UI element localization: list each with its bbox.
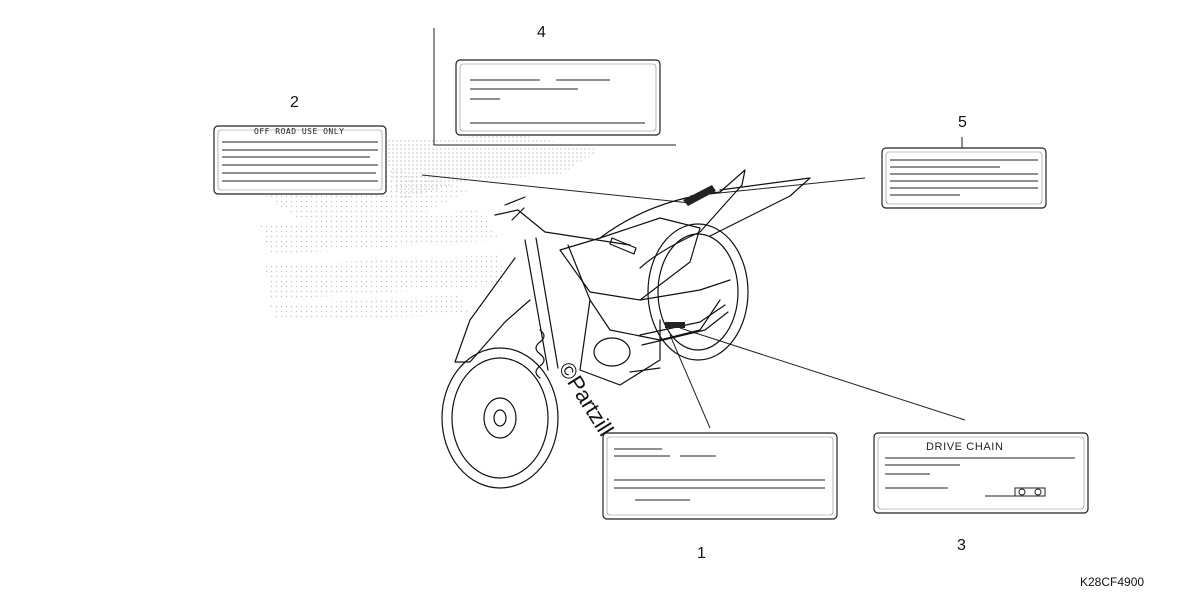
motorcycle-illustration: [441, 169, 811, 489]
part-code: K28CF4900: [1080, 575, 1144, 589]
callout-4: 4: [537, 24, 546, 41]
background-logo-watermark: [250, 135, 600, 320]
frame-corner: [433, 28, 676, 146]
drive-chain-label-text: DRIVE CHAIN: [926, 441, 1004, 453]
callout-2: 2: [290, 94, 299, 111]
callout-1: 1: [697, 545, 706, 562]
callout-5: 5: [958, 114, 967, 131]
label-4: [455, 59, 661, 136]
leader-lines: [421, 137, 966, 429]
label-5: [881, 147, 1047, 209]
off-road-label-text: OFF ROAD USE ONLY: [254, 127, 344, 136]
label-1: [602, 432, 838, 520]
label-3: DRIVE CHAIN: [873, 432, 1089, 514]
label-2: OFF ROAD USE ONLY: [213, 125, 387, 195]
callout-3: 3: [957, 537, 966, 554]
